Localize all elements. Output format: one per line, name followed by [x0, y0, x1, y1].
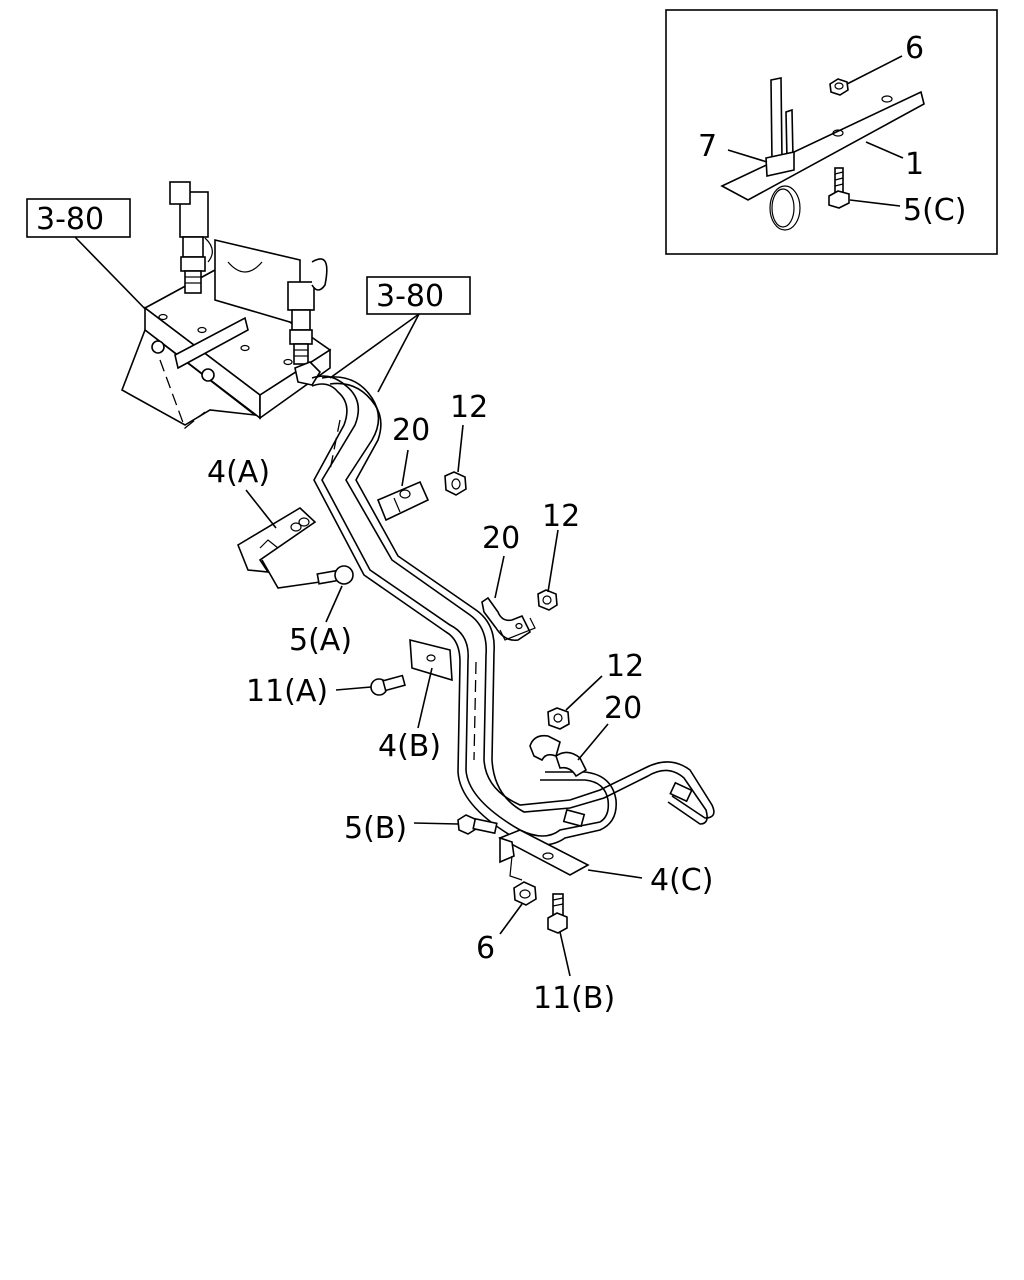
bracket-4a-icon — [237, 507, 321, 589]
inset-label-5c: 5(C) — [903, 193, 966, 228]
leader-ref-top — [74, 236, 151, 315]
label-12a: 12 — [450, 390, 488, 425]
pipe-end-fitting-2 — [669, 781, 693, 803]
ref-box-middle[interactable]: 3-80 — [366, 276, 471, 315]
pipe-b-outer — [321, 376, 715, 819]
solenoid-valve-1-icon — [169, 181, 213, 294]
leader-11a — [335, 686, 372, 691]
leader-12c — [565, 675, 603, 711]
leader-11b — [559, 931, 571, 977]
pipe-hidden-1 — [473, 661, 477, 761]
leader-4b — [417, 667, 433, 729]
inset-nut-hole — [834, 82, 844, 90]
label-20a: 20 — [392, 413, 430, 448]
bolt-5a-icon — [316, 565, 354, 585]
label-5a: 5(A) — [289, 623, 352, 658]
leader-ref-mid-b — [377, 313, 420, 393]
pipe-a-outer — [311, 375, 610, 837]
leader-1 — [865, 141, 904, 159]
inset-label-7: 7 — [698, 129, 717, 164]
label-4a: 4(A) — [207, 455, 270, 490]
pipe-fitting-icon — [294, 361, 322, 386]
pipe-hidden-2 — [329, 419, 341, 471]
leader-20a — [401, 449, 409, 487]
label-20b: 20 — [482, 521, 520, 556]
inset-bolt-head — [828, 190, 850, 209]
strap-tab — [770, 77, 783, 163]
label-6: 6 — [476, 931, 495, 966]
bolt-5b-icon — [457, 814, 498, 835]
ref-label-top[interactable]: 3-80 — [36, 202, 104, 237]
ref-box-top-frame — [26, 198, 131, 238]
inset-panel: 6 7 1 5(C) — [665, 9, 998, 255]
leader-5c — [849, 199, 901, 207]
inset-label-6: 6 — [905, 31, 924, 66]
label-4c: 4(C) — [650, 863, 713, 898]
leader-ref-mid-a — [329, 313, 420, 379]
label-12c: 12 — [606, 649, 644, 684]
nut-12b-icon — [537, 589, 558, 611]
ref-label-middle[interactable]: 3-80 — [376, 279, 444, 314]
bracket-lower-plate — [121, 328, 258, 426]
bolt-11b-icon — [547, 893, 568, 934]
clip-20b-icon — [481, 596, 536, 642]
strap-loop — [769, 185, 801, 231]
bracket-bolt-1 — [151, 340, 165, 354]
plate-hole-1 — [881, 95, 893, 103]
leader-6 — [499, 903, 523, 935]
bracket-bolt-2 — [201, 368, 215, 382]
leader-20b — [494, 555, 505, 599]
clip-20c-icon — [529, 734, 588, 778]
solenoid-valve-2-icon — [287, 258, 328, 365]
pipe-end-fitting-1 — [562, 808, 586, 828]
leader-5b — [413, 822, 459, 825]
ref-box-top[interactable]: 3-80 — [26, 198, 131, 238]
label-4b: 4(B) — [378, 729, 441, 764]
label-11a: 11(A) — [246, 674, 328, 709]
bracket-slot — [174, 316, 249, 370]
label-20c: 20 — [604, 691, 642, 726]
inset-nut-icon — [829, 78, 849, 96]
clip-block — [765, 151, 795, 177]
plate-4b-icon — [409, 638, 453, 682]
nut-6-icon — [513, 881, 537, 906]
label-12b: 12 — [542, 499, 580, 534]
label-5b: 5(B) — [344, 811, 407, 846]
strap-plate — [720, 90, 925, 201]
leader-12a — [457, 424, 464, 473]
leader-6 — [846, 55, 903, 85]
pipe-a-inner — [311, 383, 617, 846]
nut-12c-icon — [547, 707, 570, 730]
strap-loop-inner — [771, 188, 795, 228]
inset-label-1: 1 — [905, 147, 924, 182]
leader-4c — [587, 869, 643, 879]
label-11b: 11(B) — [533, 981, 615, 1016]
bracket-4c-icon — [498, 829, 590, 881]
inset-frame — [665, 9, 998, 255]
leader-5a — [325, 585, 343, 623]
leader-4a — [245, 489, 277, 529]
brake-pipes — [311, 375, 715, 846]
leader-20c — [577, 723, 609, 761]
clip-20a-icon — [376, 480, 430, 522]
pipe-b-inner — [329, 382, 708, 825]
leader-7 — [727, 149, 768, 163]
valve-bracket-assembly — [121, 181, 332, 430]
bracket-hidden-edge — [159, 359, 206, 430]
plate-hole-2 — [832, 129, 844, 137]
nut-12a-icon — [444, 471, 467, 496]
bolt-11a-icon — [370, 674, 406, 696]
leader-12b — [547, 529, 559, 593]
